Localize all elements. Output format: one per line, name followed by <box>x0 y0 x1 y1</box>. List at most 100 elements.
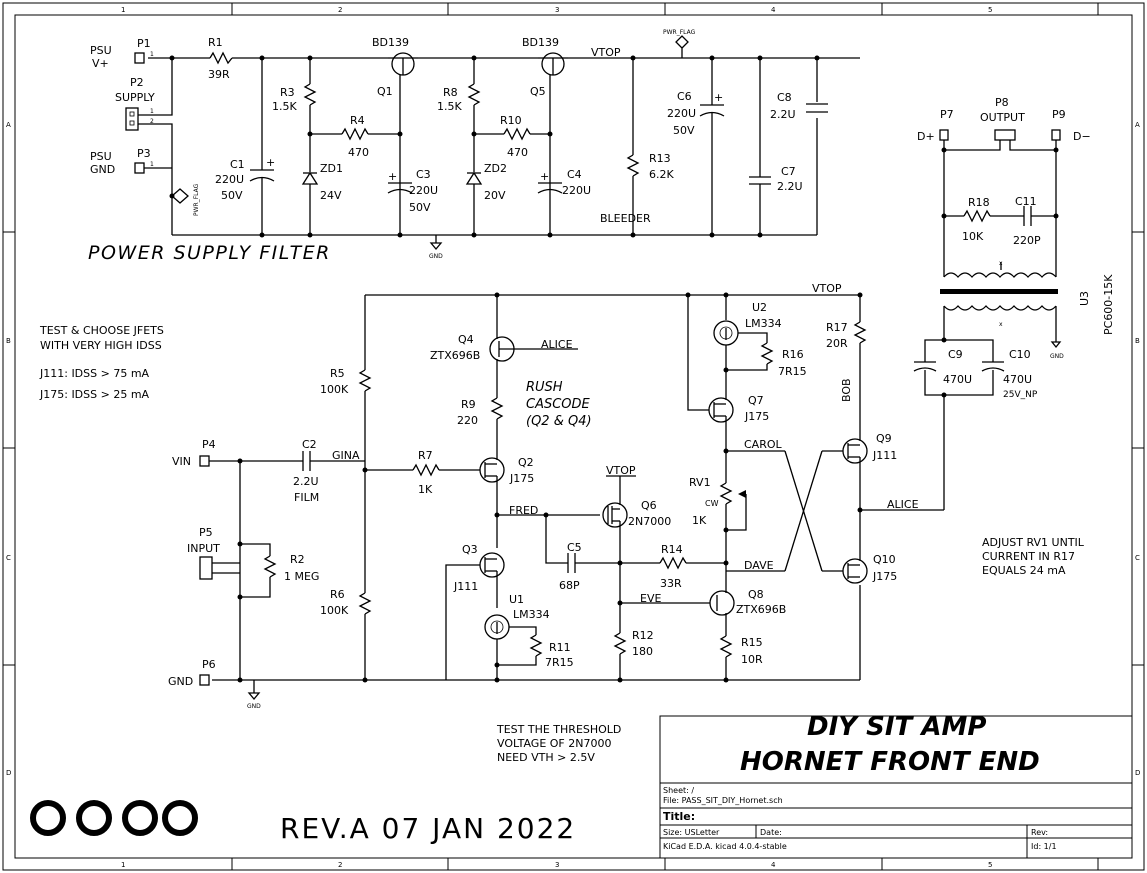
r10-ref: R10 <box>500 114 522 127</box>
note-adjust-2: CURRENT IN R17 <box>982 550 1075 563</box>
p1-sub: V+ <box>92 57 109 70</box>
p9-connector <box>1051 129 1061 141</box>
r1-resistor <box>209 51 233 65</box>
u1-ref: U1 <box>509 593 524 606</box>
zd1-ref: ZD1 <box>320 162 343 175</box>
r17-ref: R17 <box>826 321 848 334</box>
p5-ref: P5 <box>199 526 213 539</box>
c2-note: FILM <box>294 491 319 504</box>
r8-ref: R8 <box>443 86 458 99</box>
c1-voltage: 50V <box>221 189 243 202</box>
q6-type: 2N7000 <box>628 515 671 528</box>
c3-ref: C3 <box>416 168 431 181</box>
c5-value: 68P <box>559 579 580 592</box>
c10-note: 25V_NP <box>1003 390 1038 400</box>
note-adjust-3: EQUALS 24 mA <box>982 564 1066 577</box>
r12-ref: R12 <box>632 629 654 642</box>
r9-ref: R9 <box>461 398 476 411</box>
col-5-top: 5 <box>988 6 992 14</box>
c11-ref: C11 <box>1015 195 1037 208</box>
row-c-right: C <box>1135 554 1140 562</box>
svg-text:x: x <box>999 321 1003 328</box>
row-d-right: D <box>1135 769 1140 777</box>
tb-title: Title: <box>663 810 695 823</box>
r2-ref: R2 <box>290 553 305 566</box>
c1-value: 220U <box>215 173 244 186</box>
r16-value: 7R15 <box>778 365 807 378</box>
zd2-ref: ZD2 <box>484 162 507 175</box>
p2-connector <box>125 107 139 131</box>
note-rush-1: RUSH <box>526 380 563 395</box>
q3-transistor <box>479 552 505 578</box>
c4-ref: C4 <box>567 168 582 181</box>
note-adjust-1: ADJUST RV1 UNTIL <box>982 536 1085 549</box>
c8-value: 2.2U <box>770 108 796 121</box>
c5-ref: C5 <box>567 541 582 554</box>
q4-ref: Q4 <box>458 333 474 346</box>
r12-value: 180 <box>632 645 653 658</box>
note-vth-3: NEED VTH > 2.5V <box>497 751 595 764</box>
r3-value: 1.5K <box>272 100 297 113</box>
col-4-bottom: 4 <box>771 861 776 869</box>
net-alice-q4: ALICE <box>541 338 573 351</box>
q9-type: J111 <box>872 449 897 462</box>
tb-file: File: PASS_SIT_DIY_Hornet.sch <box>663 796 783 805</box>
tb-kicad: KiCad E.D.A. kicad 4.0.4-stable <box>663 842 787 851</box>
row-a-right: A <box>1135 121 1140 129</box>
gnd-psu: GND <box>429 253 443 260</box>
r4-value: 470 <box>348 146 369 159</box>
p5-connector <box>199 556 213 580</box>
mounting-hole-3 <box>122 800 158 836</box>
c6-ref: C6 <box>677 90 692 103</box>
p4-ref: P4 <box>202 438 216 451</box>
col-4-top: 4 <box>771 6 776 14</box>
q7-type: J175 <box>744 410 769 423</box>
q9-ref: Q9 <box>876 432 892 445</box>
svg-text:+: + <box>388 170 397 183</box>
u3-ref: U3 <box>1078 291 1091 306</box>
note-vth-1: TEST THE THRESHOLD <box>496 723 621 736</box>
net-dave: DAVE <box>744 559 774 572</box>
note-jfet-2: WITH VERY HIGH IDSS <box>40 339 162 352</box>
r6-value: 100K <box>320 604 349 617</box>
vtop-label-psu: VTOP <box>591 46 621 59</box>
r13-value: 6.2K <box>649 168 674 181</box>
p6-label: GND <box>168 675 193 688</box>
p6-ref: P6 <box>202 658 216 671</box>
p3-pin: 1 <box>150 161 154 168</box>
col-3-bottom: 3 <box>555 861 559 869</box>
c9-value: 470U <box>943 373 972 386</box>
revision-label: REV.A 07 JAN 2022 <box>280 812 576 845</box>
c3-voltage: 50V <box>409 201 431 214</box>
tb-rev: Rev: <box>1031 828 1048 837</box>
row-d-left: D <box>6 769 11 777</box>
power-supply-section: PSU V+ P1 1 P2 SUPPLY 1 2 PSU GND P3 1 P… <box>88 29 860 264</box>
r14-value: 33R <box>660 577 682 590</box>
col-1-top: 1 <box>121 6 125 14</box>
amplifier-section: VTOP P4 VIN C2 2.2U FILM P5 INPUT R2 1 M… <box>168 282 944 710</box>
q4-type: ZTX696B <box>430 349 480 362</box>
svg-text:GND: GND <box>247 703 261 710</box>
u2-type: LM334 <box>745 317 782 330</box>
q10-transistor <box>842 558 868 584</box>
vtop-label-amp: VTOP <box>812 282 842 295</box>
q1-type: BD139 <box>372 36 409 49</box>
r1-value: 39R <box>208 68 230 81</box>
r11-value: 7R15 <box>545 656 574 669</box>
c10-value: 470U <box>1003 373 1032 386</box>
c10-ref: C10 <box>1009 348 1031 361</box>
note-jfet-1: TEST & CHOOSE JFETS <box>39 324 164 337</box>
r4-ref: R4 <box>350 114 365 127</box>
tb-id: Id: 1/1 <box>1031 842 1057 851</box>
p1-label: PSU <box>90 44 112 57</box>
r7-value: 1K <box>418 483 433 496</box>
r5-value: 100K <box>320 383 349 396</box>
c7-value: 2.2U <box>777 180 803 193</box>
c3-value: 220U <box>409 184 438 197</box>
tb-sheet: Sheet: / <box>663 786 694 795</box>
output-stage-section: P7 D+ P8 OUTPUT P9 D− R18 10K C11 220P x… <box>913 96 1115 510</box>
tb-size: Size: USLetter <box>663 828 720 837</box>
q5-type: BD139 <box>522 36 559 49</box>
